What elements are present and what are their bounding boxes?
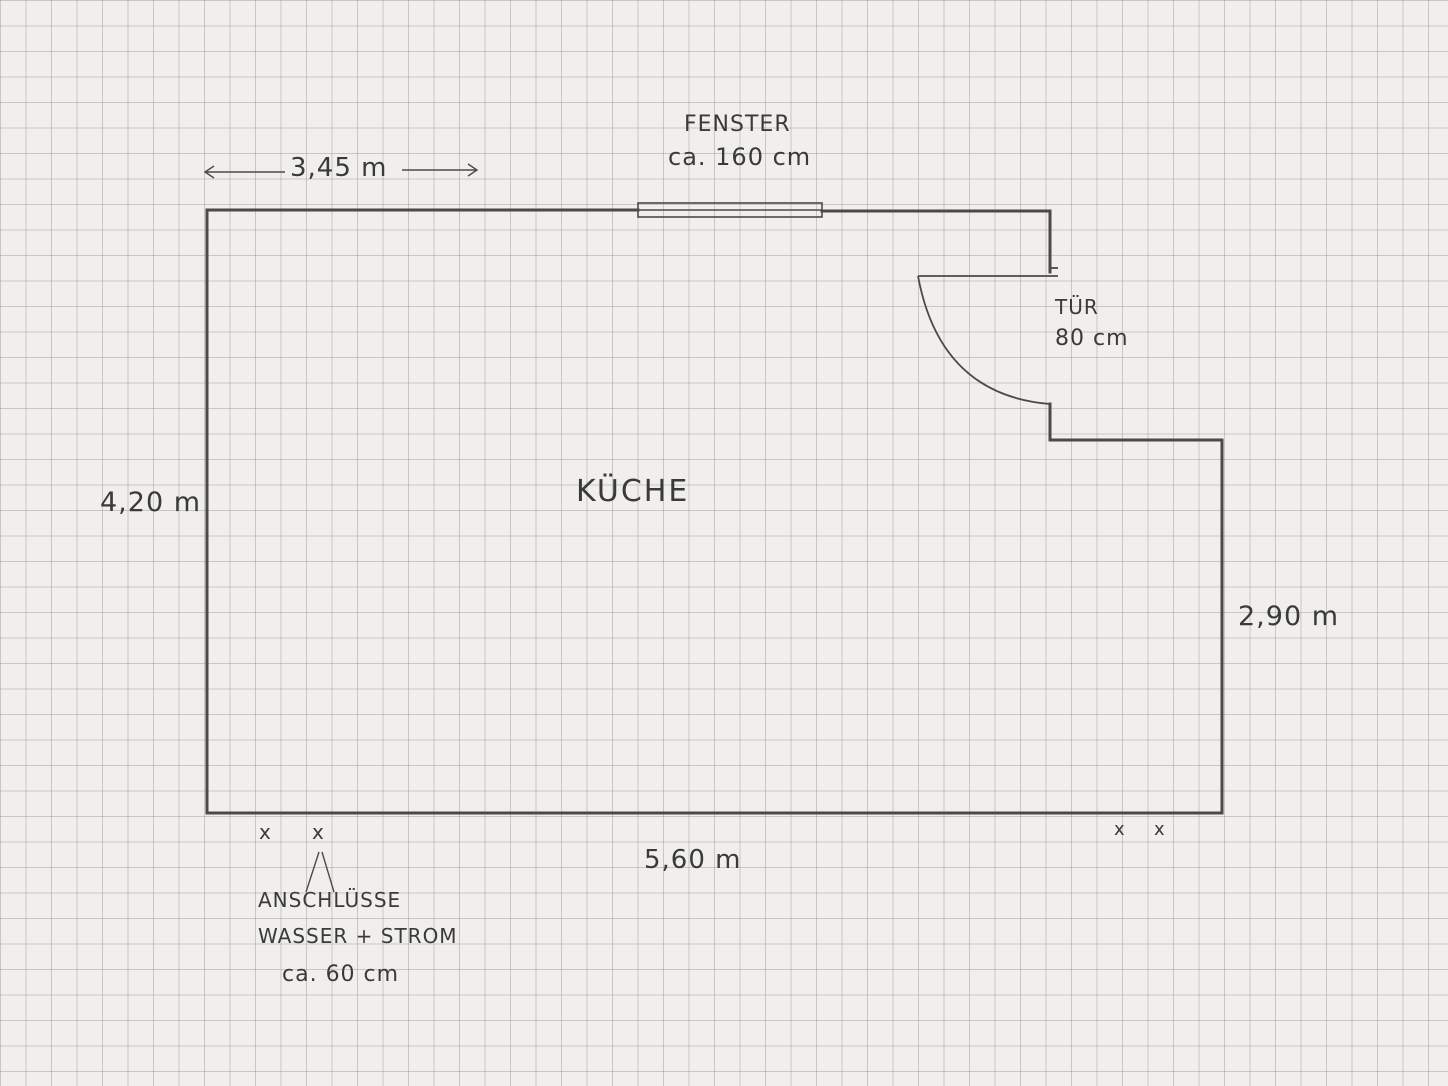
connection-pointer-lines — [305, 851, 335, 893]
window-label: FENSTER — [684, 112, 791, 137]
window-symbol — [637, 202, 823, 218]
connections-type: WASSER + STROM — [258, 924, 458, 948]
top-dimension-label: 3,45 m — [290, 153, 388, 183]
connection-marker: x — [1114, 819, 1126, 840]
connection-marker: x — [312, 820, 325, 844]
left-wall-dimension-label: 4,20 m — [100, 487, 202, 518]
dimension-arrow-top — [203, 163, 479, 179]
bottom-wall-dimension-label: 5,60 m — [644, 845, 742, 875]
room-name-label: KÜCHE — [576, 474, 690, 509]
door-size-label: 80 cm — [1055, 326, 1129, 351]
door-swing-arc — [917, 275, 1051, 405]
door-symbol — [917, 267, 1058, 405]
connection-marker: x — [259, 820, 272, 844]
connections-size: ca. 60 cm — [282, 962, 400, 987]
connections-title: ANSCHLÜSSE — [258, 888, 402, 912]
door-label: TÜR — [1055, 295, 1099, 319]
connection-marker: x — [1154, 819, 1166, 840]
window-size-label: ca. 160 cm — [668, 143, 812, 171]
right-wall-dimension-label: 2,90 m — [1238, 601, 1340, 632]
